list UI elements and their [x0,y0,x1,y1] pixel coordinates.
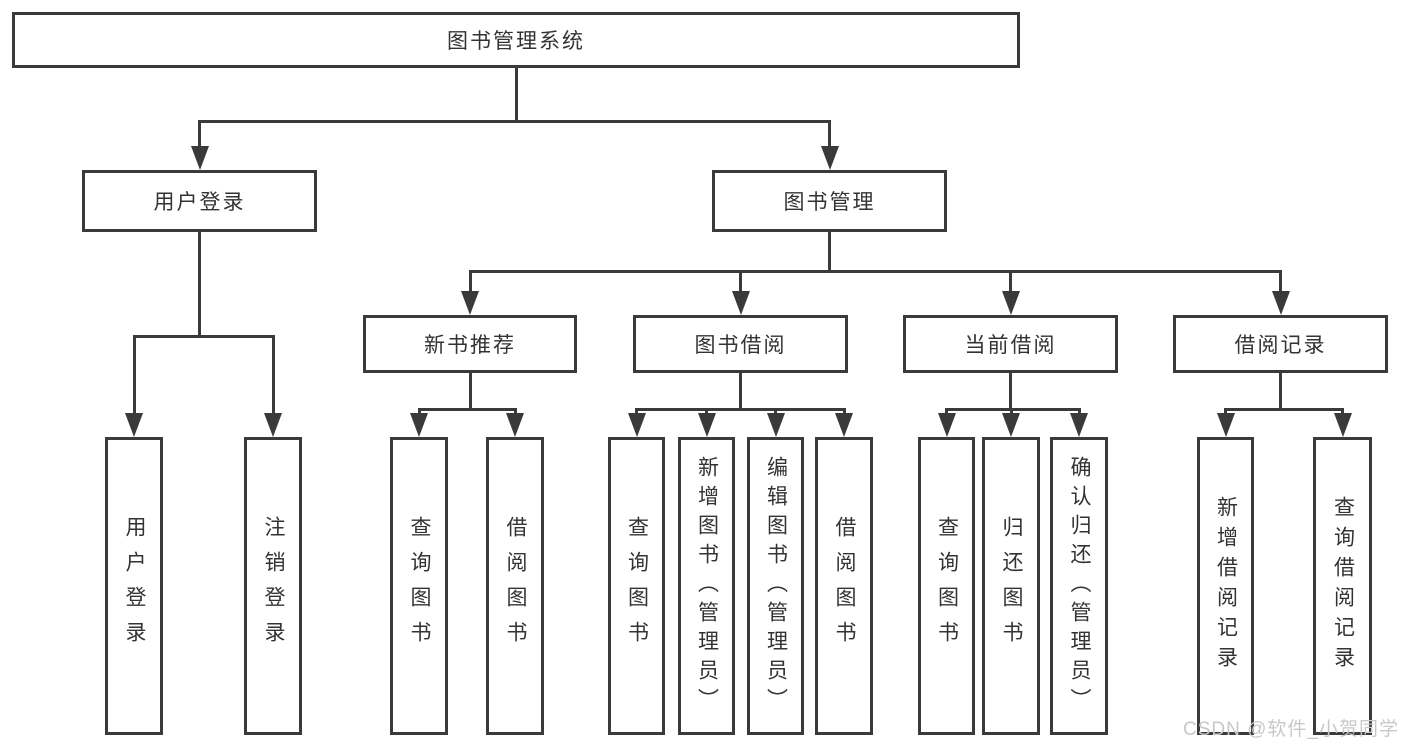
arrowhead-down-icon [1271,291,1290,315]
connector-drop [1341,408,1344,413]
arrowhead-down-icon [731,291,750,315]
connector-drop [945,408,948,413]
node-mgmt: 图书管理 [712,170,947,232]
connector-drop [739,270,742,291]
connector-stem [1009,373,1012,411]
node-c2: 新增图书（管理员） [678,437,735,735]
arrowhead-down-icon [627,413,646,437]
connector-rail [635,408,846,411]
arrowhead-down-icon [190,146,209,170]
connector-rail [132,335,275,338]
node-d3: 确认归还（管理员） [1050,437,1108,735]
connector-stem [514,68,518,123]
node-login: 用户登录 [82,170,317,232]
arrowhead-down-icon [697,413,716,437]
arrowhead-down-icon [506,413,524,437]
connector-drop [635,408,638,413]
node-a2: 注销登录 [244,437,302,735]
connector-stem [468,373,472,411]
connector-drop [132,335,136,413]
node-root: 图书管理系统 [12,12,1020,68]
node-d2: 归还图书 [982,437,1040,735]
arrowhead-down-icon [1216,413,1235,437]
connector-rail [1224,408,1344,411]
arrowhead-down-icon [937,413,956,437]
connector-rail [945,408,1081,411]
connector-drop [1009,408,1013,413]
arrowhead-down-icon [1070,413,1088,437]
connector-rail [198,120,831,123]
node-e2: 查询借阅记录 [1313,437,1372,735]
node-c1: 查询图书 [608,437,665,735]
connector-drop [198,120,201,146]
node-b1: 查询图书 [390,437,448,735]
arrowhead-down-icon [835,413,853,437]
node-current: 当前借阅 [903,315,1118,373]
node-rec: 新书推荐 [363,315,577,373]
connector-rail [417,408,517,411]
node-e1: 新增借阅记录 [1197,437,1254,735]
connector-drop [828,120,831,146]
connector-drop [1224,408,1227,413]
connector-drop [417,408,421,413]
arrowhead-down-icon [264,413,282,437]
connector-drop [842,408,846,413]
connector-drop [1077,408,1081,413]
connector-drop [513,408,517,413]
node-records: 借阅记录 [1173,315,1388,373]
connector-stem [198,232,201,338]
arrowhead-down-icon [125,413,143,437]
connector-drop [774,408,777,413]
arrowhead-down-icon [1001,291,1020,315]
node-c3: 编辑图书（管理员） [747,437,804,735]
connector-drop [468,270,472,291]
node-c4: 借阅图书 [815,437,873,735]
connector-stem [828,232,831,273]
connector-drop [1279,270,1282,291]
arrowhead-down-icon [410,413,428,437]
arrowhead-down-icon [461,291,479,315]
csdn-watermark: CSDN @软件_小贺同学 [1183,719,1399,740]
arrowhead-down-icon [766,413,785,437]
arrowhead-down-icon [1333,413,1352,437]
node-a1: 用户登录 [105,437,163,735]
connector-drop [705,408,708,413]
node-borrow: 图书借阅 [633,315,848,373]
node-d1: 查询图书 [918,437,975,735]
arrowhead-down-icon [1002,413,1020,437]
connector-drop [271,335,275,413]
arrowhead-down-icon [820,146,839,170]
connector-stem [1279,373,1282,411]
node-b2: 借阅图书 [486,437,544,735]
connector-stem [739,373,742,411]
connector-drop [1009,270,1012,291]
connector-rail [468,270,1282,273]
